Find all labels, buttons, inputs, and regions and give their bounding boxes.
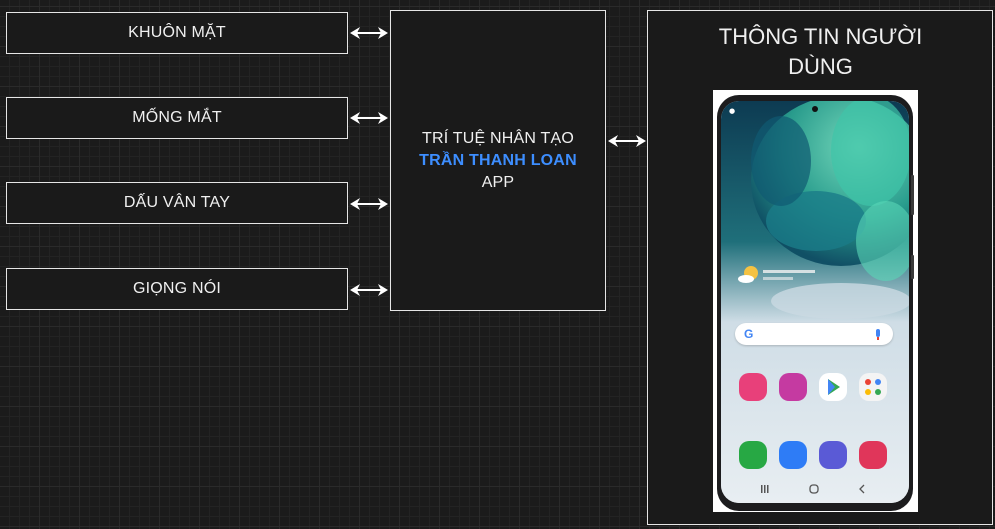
user-info-title: THÔNG TIN NGƯỜI DÙNG (648, 22, 993, 82)
phone-side-button (911, 255, 914, 279)
google-folder-icon[interactable] (859, 373, 887, 401)
phone-image: ● G (717, 95, 914, 511)
ai-app-name: TRẦN THANH LOAN (419, 151, 577, 169)
user-info-title-line2: DÙNG (788, 54, 853, 79)
ai-app-box[interactable]: TRÍ TUỆ NHÂN TẠO TRẦN THANH LOAN APP (390, 10, 606, 311)
user-info-title-line1: THÔNG TIN NGƯỜI (718, 24, 923, 49)
weather-cloud-icon (738, 275, 754, 283)
mic-icon (876, 329, 880, 337)
input-box-iris[interactable]: MỐNG MẮT (6, 97, 348, 139)
svg-text:G: G (744, 327, 753, 341)
camera-app-icon[interactable] (859, 441, 887, 469)
double-arrow-voice (350, 284, 388, 296)
input-box-fingerprint[interactable]: DẤU VÂN TAY (6, 182, 348, 224)
wallpaper-image (721, 101, 909, 503)
input-box-voice[interactable]: GIỌNG NÓI (6, 268, 348, 310)
phone-side-button (911, 175, 914, 215)
ai-app-line1: TRÍ TUỆ NHÂN TẠO (422, 129, 574, 147)
status-bar: ● (729, 107, 736, 115)
home-screen-widgets (738, 266, 815, 283)
input-box-face[interactable]: KHUÔN MẶT (6, 12, 348, 54)
double-arrow-fingerprint (350, 198, 388, 210)
double-arrow-user-info (608, 135, 646, 147)
phone-screen: ● G (721, 101, 909, 503)
ai-app-line3: APP (481, 173, 515, 191)
double-arrow-iris (350, 112, 388, 124)
input-label-iris: MỐNG MẮT (132, 109, 222, 126)
play-store-icon[interactable] (819, 373, 847, 401)
input-label-fingerprint: DẤU VÂN TAY (123, 194, 231, 211)
google-icon: G (744, 327, 880, 341)
input-label-voice: GIỌNG NÓI (132, 280, 222, 297)
input-label-face: KHUÔN MẶT (128, 24, 226, 41)
internet-app-icon[interactable] (819, 441, 847, 469)
search-bar[interactable]: G (735, 323, 893, 345)
phone-app-icon[interactable] (739, 441, 767, 469)
messages-app-icon[interactable] (779, 441, 807, 469)
store-app-icon[interactable] (739, 373, 767, 401)
android-nav-bar (761, 484, 865, 494)
gallery-app-icon[interactable] (779, 373, 807, 401)
double-arrow-face (350, 27, 388, 39)
